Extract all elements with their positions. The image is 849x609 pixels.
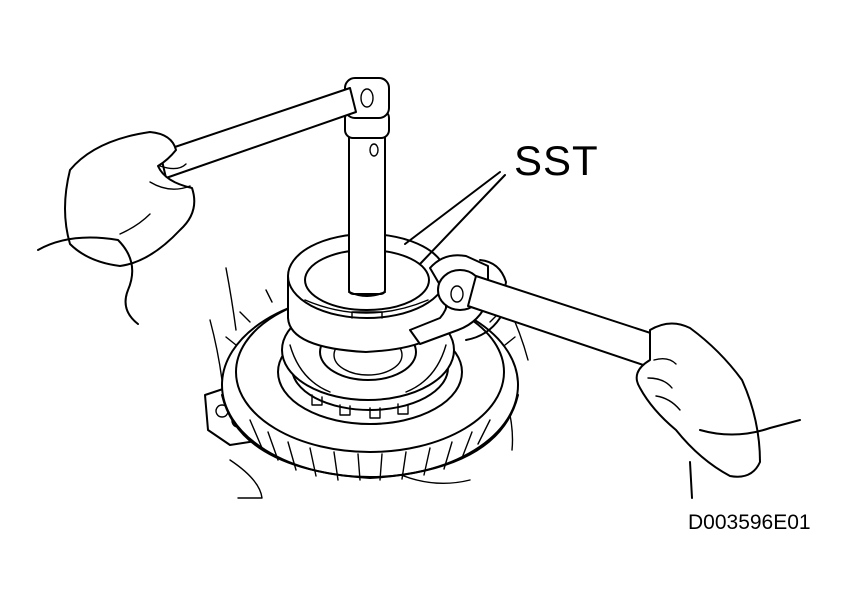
sst-leader-lines bbox=[404, 171, 506, 265]
left-handle-bar bbox=[159, 87, 357, 179]
figure-code-label: D003596E01 bbox=[688, 511, 811, 534]
sst-label: SST bbox=[514, 137, 599, 184]
right-hand bbox=[635, 322, 801, 499]
left-hand bbox=[37, 131, 196, 325]
